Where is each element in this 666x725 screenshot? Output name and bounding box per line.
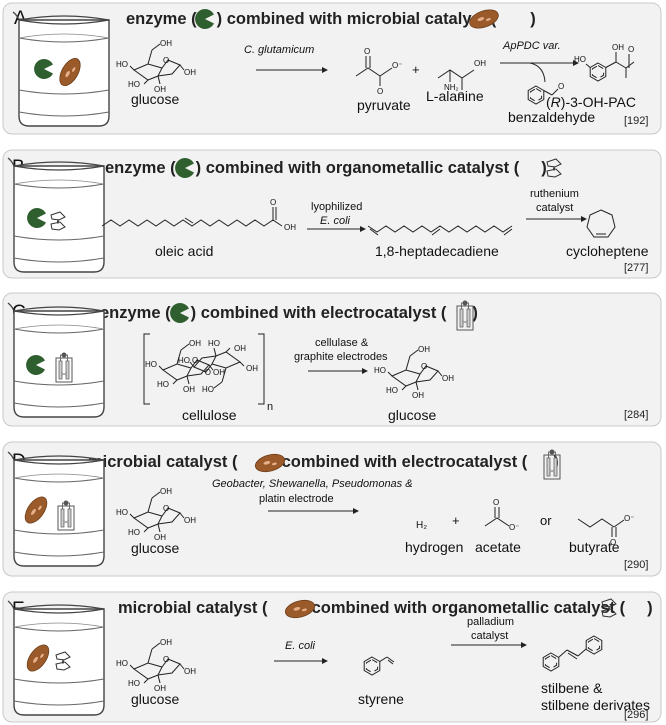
alanine-structure: O OH NH₂ [437, 59, 486, 100]
svg-text:O: O [628, 45, 634, 54]
beaker-icon [7, 451, 105, 567]
reaction-arrowhead [581, 216, 587, 222]
reagent-label: E. coli [285, 640, 316, 652]
svg-text:NH₂: NH₂ [444, 83, 459, 92]
reaction-arrowhead [521, 642, 527, 648]
panel-a-title: enzyme () combined with microbial cataly… [126, 10, 536, 28]
reaction-arrowhead [362, 368, 368, 374]
compound-label: L-alanine [426, 88, 484, 104]
cycloheptene-structure [586, 209, 616, 238]
oleic-acid-structure: O OH [101, 198, 296, 232]
reference: [192] [624, 115, 648, 127]
product-label: stilbene & [541, 680, 603, 696]
panel-b-title: enzyme () combined with organometallic c… [105, 159, 547, 177]
beaker-icon [7, 600, 105, 716]
plus-sign: + [452, 513, 460, 528]
panel-e: E microbial catalyst () combined with or… [2, 591, 662, 723]
compound-label: styrene [358, 691, 404, 707]
panel-a: A enzyme () combined with microbial cata… [2, 2, 662, 135]
or-text: or [540, 513, 552, 528]
reagent-label: cellulase & [315, 337, 369, 349]
panel-c-title: enzyme () combined with electrocatalyst … [100, 304, 478, 322]
reagent-label: palladium [467, 616, 514, 628]
svg-text:O: O [458, 91, 464, 100]
panel-d: D microbial catalyst () combined with el… [2, 441, 662, 577]
reference: [296] [624, 709, 648, 721]
reagent-label: catalyst [471, 630, 508, 642]
benzaldehyde-structure: O [527, 82, 564, 105]
compound-label: glucose [131, 91, 179, 107]
butyrate-structure: O O⁻ [577, 514, 634, 547]
reaction-arrowhead [322, 67, 328, 73]
panel-c: C enzyme () combined with electrocatalys… [2, 292, 662, 427]
panel-d-box [2, 441, 662, 577]
beaker-icon [12, 11, 110, 127]
heptadecadiene-structure [367, 225, 513, 236]
compound-label: glucose [131, 691, 179, 707]
svg-text:O⁻: O⁻ [509, 523, 519, 532]
curved-arrow [529, 62, 546, 83]
panel-e-box [2, 591, 662, 723]
reference: [277] [624, 262, 648, 274]
panel-d-title: microbial catalyst () combined with elec… [88, 453, 559, 471]
panel-e-title: microbial catalyst () combined with orga… [118, 599, 653, 617]
compound-label: glucose [131, 540, 179, 556]
compound-label: acetate [475, 539, 521, 555]
compound-label: cellulose [182, 407, 237, 423]
svg-text:O: O [558, 82, 564, 91]
compound-label: hydrogen [405, 539, 463, 555]
svg-text:O: O [610, 538, 616, 547]
acetate-structure: O O⁻ [484, 498, 519, 532]
compound-label: pyruvate [357, 97, 411, 113]
compound-label: glucose [388, 407, 436, 423]
panel-a-box [2, 2, 662, 135]
compound-label: cycloheptene [566, 243, 649, 259]
panel-b: B enzyme () combined with organometallic… [2, 149, 662, 279]
reagent-label: Geobacter, Shewanella, Pseudomonas & [212, 478, 413, 490]
beaker-icon [7, 157, 105, 273]
styrene-structure [363, 656, 395, 676]
reagent-label: lyophilized [311, 201, 362, 213]
stilbene-structure [542, 635, 603, 672]
reagent-label: ApPDC var. [502, 40, 561, 52]
svg-text:O⁻: O⁻ [624, 514, 634, 523]
svg-text:OH: OH [612, 43, 624, 52]
h2-formula: H₂ [416, 520, 427, 531]
reagent-label: E. coli [320, 215, 351, 227]
reagent-label: C. glutamicum [244, 44, 314, 56]
reaction-arrowhead [573, 60, 579, 66]
subscript-n: n [267, 401, 273, 413]
svg-text:O: O [270, 198, 276, 207]
compound-label: 1,8-heptadecadiene [375, 243, 499, 259]
svg-text:O: O [377, 87, 383, 96]
plus-sign: + [412, 62, 420, 77]
product-label: (R)-3-OH-PAC [546, 94, 636, 110]
reference: [284] [624, 409, 648, 421]
reaction-arrowhead [353, 508, 359, 514]
reagent-label: ruthenium [530, 188, 579, 200]
svg-text:O: O [364, 47, 370, 56]
reagent-label: graphite electrodes [294, 351, 388, 363]
reagent-label: platin electrode [259, 493, 334, 505]
reaction-arrowhead [360, 226, 366, 232]
panel-c-box [2, 292, 662, 427]
compound-label: butyrate [569, 539, 620, 555]
svg-text:OH: OH [284, 223, 296, 232]
cellulose-structure [143, 333, 265, 405]
svg-text:OH: OH [474, 59, 486, 68]
svg-text:HO: HO [574, 55, 586, 64]
reagent-label: catalyst [536, 202, 573, 214]
panel-b-box [2, 149, 662, 279]
pyruvate-structure: O O⁻ O [355, 47, 402, 96]
svg-text:O⁻: O⁻ [392, 61, 402, 70]
reaction-arrowhead [322, 658, 328, 664]
reference: [290] [624, 559, 648, 571]
compound-label: benzaldehyde [508, 109, 595, 125]
compound-label: oleic acid [155, 243, 213, 259]
oh-pac-structure: HO OH O [574, 43, 635, 82]
product-label: stilbene derivates [541, 697, 650, 713]
svg-text:O: O [493, 498, 499, 507]
